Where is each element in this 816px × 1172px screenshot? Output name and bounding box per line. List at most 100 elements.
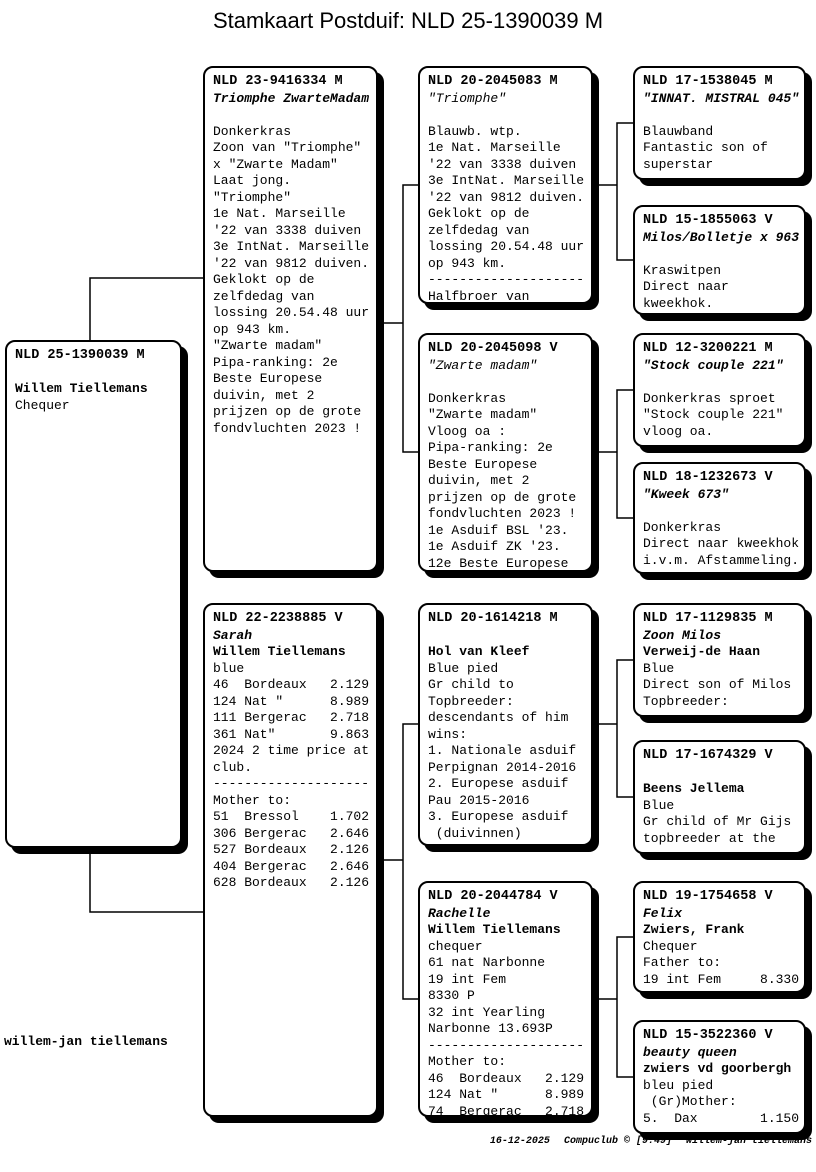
box-line: 46 Bordeaux 2.129 <box>428 1070 585 1086</box>
box-line: 74 Bergerac 2.718 <box>428 1103 585 1119</box>
box-line: 124 Nat " 8.989 <box>213 693 370 709</box>
box-line: superstar <box>643 156 714 172</box>
box-line: zelfdedag van <box>428 222 530 238</box>
box-line: lossing 20.54.48 uur <box>213 305 370 320</box>
box-line <box>428 628 591 645</box>
box-line <box>643 765 804 782</box>
ring-number: NLD 20-2045098 V <box>428 341 558 356</box>
box-line: -------------------- <box>428 272 585 287</box>
box-line <box>15 365 180 382</box>
footer-date: 16-12-2025 <box>489 1136 550 1147</box>
box-line: Blue pied <box>428 660 499 676</box>
box-line: Milos/Bolletje x 963 <box>643 229 800 245</box>
box-line: chequer <box>428 938 483 954</box>
box-line: Laat jong. <box>213 173 292 188</box>
box-line: Narbonne 13.693P <box>428 1021 553 1036</box>
box-line: Donkerkras <box>428 390 507 406</box>
box-line: "Stock couple 221" <box>643 407 784 422</box>
box-line: fondvluchten 2023 ! <box>428 506 577 521</box>
box-line: Kraswitpen <box>643 262 722 278</box>
box-line <box>643 374 804 391</box>
box-line: Donkerkras <box>643 519 722 535</box>
box-line: Topbreeder: <box>643 693 729 709</box>
box-line: 124 Nat " 8.989 <box>428 1087 585 1102</box>
box-line: "Stock couple 221" <box>643 357 784 373</box>
box-line <box>643 107 804 124</box>
box-line: Geklokt op de <box>428 206 530 221</box>
ring-number: NLD 22-2238885 V <box>213 611 343 626</box>
box-line <box>643 246 804 263</box>
box-line: '22 van 9812 duiven. <box>213 255 370 271</box>
box-line: fondvluchten 2023 ! <box>213 420 362 436</box>
box-line <box>213 107 376 124</box>
box-line: 51 Bressol 1.702 <box>213 809 370 824</box>
box-line: Felix <box>643 905 683 921</box>
ring-number: NLD 17-1129835 M <box>643 611 773 626</box>
box-line: '22 van 3338 duiven <box>428 156 577 172</box>
box-line: 1. Nationale asduif <box>428 743 577 758</box>
box-line: 111 Bergerac 2.718 <box>213 710 370 725</box>
box-line: Zoon Milos <box>643 627 722 643</box>
ring-number: NLD 25-1390039 M <box>15 348 145 363</box>
box-line: Donkerkras <box>213 123 292 139</box>
box-line: duivin, met 2 <box>428 473 530 488</box>
box-line: 306 Bergerac 2.646 <box>213 825 370 841</box>
box-line: "Zwarte madam" <box>428 407 538 422</box>
box-line: '22 van 3338 duiven <box>213 222 362 238</box>
box-line: zwiers vd goorbergh <box>643 1061 792 1076</box>
box-line: topbreeder at the <box>643 830 776 846</box>
box-line: 527 Bordeaux 2.126 <box>213 842 370 857</box>
page-title: Stamkaart Postduif: NLD 25-1390039 M <box>212 8 604 33</box>
box-line: 19 int Fem <box>428 971 507 987</box>
box-line: vloog oa. <box>643 423 714 439</box>
box-line: (Gr)Mother: <box>643 1094 737 1109</box>
box-line: Gr child of Mr Gijs <box>643 814 792 829</box>
box-line: Willem Tiellemans <box>428 922 561 937</box>
box-line: op 943 km. <box>428 255 507 271</box>
box-line: Pipa-ranking: 2e <box>213 354 338 370</box>
box-line: (duivinnen) <box>428 825 522 841</box>
box-line: Blue <box>643 797 675 813</box>
box-line: Willem Tiellemans <box>15 381 148 396</box>
box-line: 61 nat Narbonne <box>428 955 546 970</box>
box-line: Pipa-ranking: 2e <box>428 440 553 455</box>
box-line: Direct son of Milos <box>643 677 792 692</box>
box-line: Gr child to <box>428 677 514 692</box>
box-line: "Triomphe" <box>428 90 507 106</box>
box-line: 8330 P <box>428 988 475 1003</box>
footer-user: willem-jan tiellemans <box>685 1136 812 1147</box>
box-line: "Kweek 673" <box>643 486 729 502</box>
ring-number: NLD 12-3200221 M <box>643 341 773 356</box>
box-line: 1e Nat. Marseille <box>428 140 561 155</box>
ring-number: NLD 18-1232673 V <box>643 470 773 485</box>
box-line: 2. Europese asduif <box>428 776 569 791</box>
ring-number: NLD 23-9416334 M <box>213 74 343 89</box>
box-line: duivin, met 2 <box>213 387 315 403</box>
box-line: Fantastic son of <box>643 140 768 155</box>
pedigree-box-sire-sire: NLD 20-2045083 M"Triomphe" Blauwb. wtp.1… <box>418 66 593 304</box>
box-line: op 943 km. <box>213 321 292 337</box>
box-line: prijzen op de grote <box>428 489 577 505</box>
box-line: "Zwarte madam" <box>213 338 323 353</box>
box-line: blue <box>213 660 245 676</box>
box-line: Mother to: <box>428 1054 507 1069</box>
box-line: 3e IntNat. Marseille <box>428 173 585 188</box>
box-line: Mother to: <box>213 792 292 808</box>
box-line: Direct naar <box>643 279 729 294</box>
box-line: 3e IntNat. Marseille <box>213 239 370 254</box>
box-line: Triomphe ZwarteMadam <box>213 90 370 106</box>
ring-number: NLD 19-1754658 V <box>643 889 773 904</box>
box-line: 404 Bergerac 2.646 <box>213 858 370 874</box>
box-line: 5. Dax 1.150 <box>643 1110 800 1126</box>
box-line: Geklokt op de <box>213 272 315 287</box>
box-line: Zwiers, Frank <box>643 922 745 937</box>
box-line: -------------------- <box>428 1037 585 1053</box>
ring-number: NLD 15-3522360 V <box>643 1028 773 1043</box>
